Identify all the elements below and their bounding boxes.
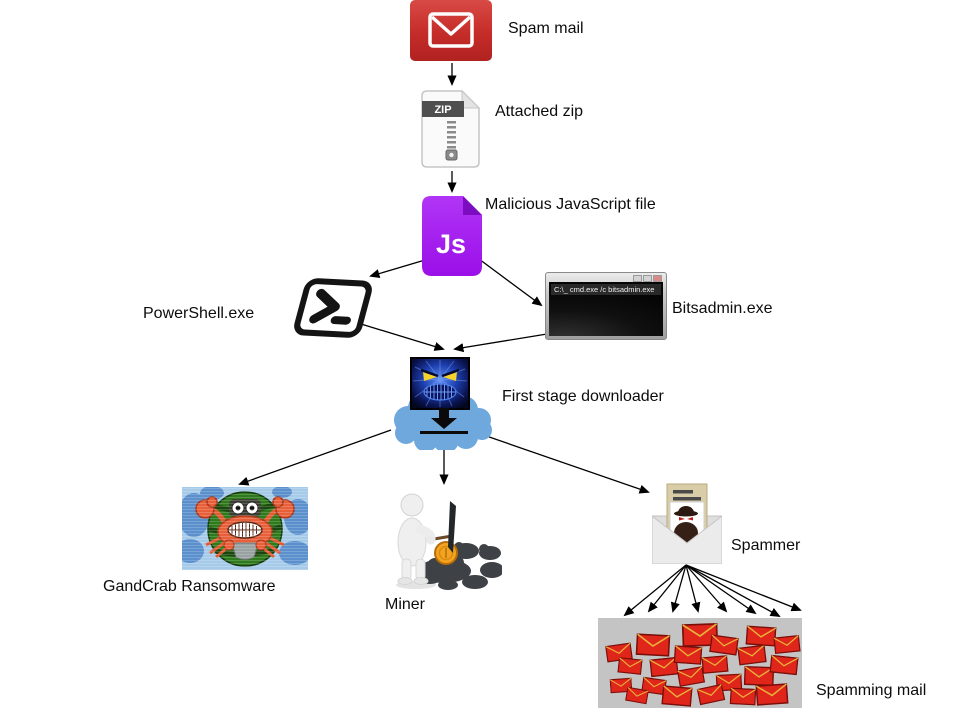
maximize-button — [643, 275, 652, 282]
spam-envelope-icon — [737, 644, 767, 666]
first-stage-downloader-label: First stage downloader — [502, 388, 664, 405]
flow-arrow — [685, 564, 781, 617]
spam-envelope-icon — [696, 683, 726, 706]
flow-arrow — [369, 259, 426, 278]
spam-envelope-icon — [681, 622, 719, 648]
zip-file-icon: ZIP — [418, 89, 482, 169]
spam-envelope-icon — [635, 633, 671, 657]
spam-envelope-icon — [661, 685, 693, 707]
spam-envelope-icon — [755, 683, 789, 706]
powershell-label: PowerShell.exe — [143, 305, 255, 322]
spamming-mail-label: Spamming mail — [816, 682, 927, 699]
spam-mail-icon — [410, 0, 492, 61]
flow-arrow — [685, 564, 728, 613]
svg-text:ZIP: ZIP — [434, 104, 451, 116]
malware-monitor-icon — [410, 357, 470, 410]
bitsadmin-label: Bitsadmin.exe — [672, 300, 773, 317]
spam-envelope-icon — [745, 625, 777, 647]
powershell-icon — [291, 277, 375, 339]
download-baseline — [420, 431, 468, 434]
close-button — [653, 275, 662, 282]
cmd-title-text: C:\_ cmd.exe /c bitsadmin.exe — [551, 284, 661, 295]
gandcrab-crab-image — [176, 486, 312, 570]
spam-envelope-icon — [673, 645, 703, 665]
flow-arrow — [685, 564, 802, 612]
download-arrow-head — [431, 418, 457, 429]
cmd-window: C:\_ cmd.exe /c bitsadmin.exe — [545, 272, 667, 340]
flow-arrow — [238, 429, 392, 486]
javascript-file-icon: Js — [422, 196, 482, 276]
envelope-icon — [428, 12, 474, 48]
spammer-label: Spammer — [731, 537, 801, 554]
cmd-console: C:\_ cmd.exe /c bitsadmin.exe — [549, 282, 663, 336]
gandcrab-label: GandCrab Ransomware — [103, 578, 276, 595]
spam-envelope-icon — [715, 673, 743, 692]
spam-envelope-icon — [773, 634, 801, 655]
flow-arrow — [453, 333, 548, 353]
spam-envelope-icon — [617, 657, 643, 675]
spam-envelope-icon — [709, 634, 739, 656]
spam-envelope-icon — [701, 655, 729, 674]
flow-arrow — [360, 323, 445, 351]
spam-envelope-icon — [743, 665, 775, 687]
spam-envelope-icon — [649, 656, 679, 678]
spam-envelope-icon — [769, 654, 799, 676]
spam-envelope-icon — [676, 666, 706, 687]
svg-text:Js: Js — [436, 229, 466, 259]
spamming-mail-box — [598, 618, 802, 708]
flow-arrow — [478, 258, 543, 307]
flow-arrow — [647, 564, 687, 613]
window-controls — [633, 275, 662, 282]
attached-zip-label: Attached zip — [495, 103, 584, 120]
download-arrow-shaft — [439, 408, 449, 419]
flow-arrow — [670, 564, 687, 613]
spammer-envelope-image — [651, 483, 723, 565]
flow-arrow — [685, 564, 701, 613]
malicious-js-label: Malicious JavaScript file — [485, 196, 656, 213]
spam-envelope-icon — [609, 677, 633, 694]
flow-arrow — [685, 564, 757, 615]
miner-label: Miner — [385, 596, 426, 613]
minimize-button — [633, 275, 642, 282]
miner-figure-image — [386, 489, 504, 591]
spam-envelope-icon — [729, 687, 757, 706]
flow-arrow — [623, 564, 687, 617]
spam-envelope-icon — [625, 686, 649, 705]
spam-mail-label: Spam mail — [508, 20, 584, 37]
flow-arrow — [468, 429, 650, 494]
